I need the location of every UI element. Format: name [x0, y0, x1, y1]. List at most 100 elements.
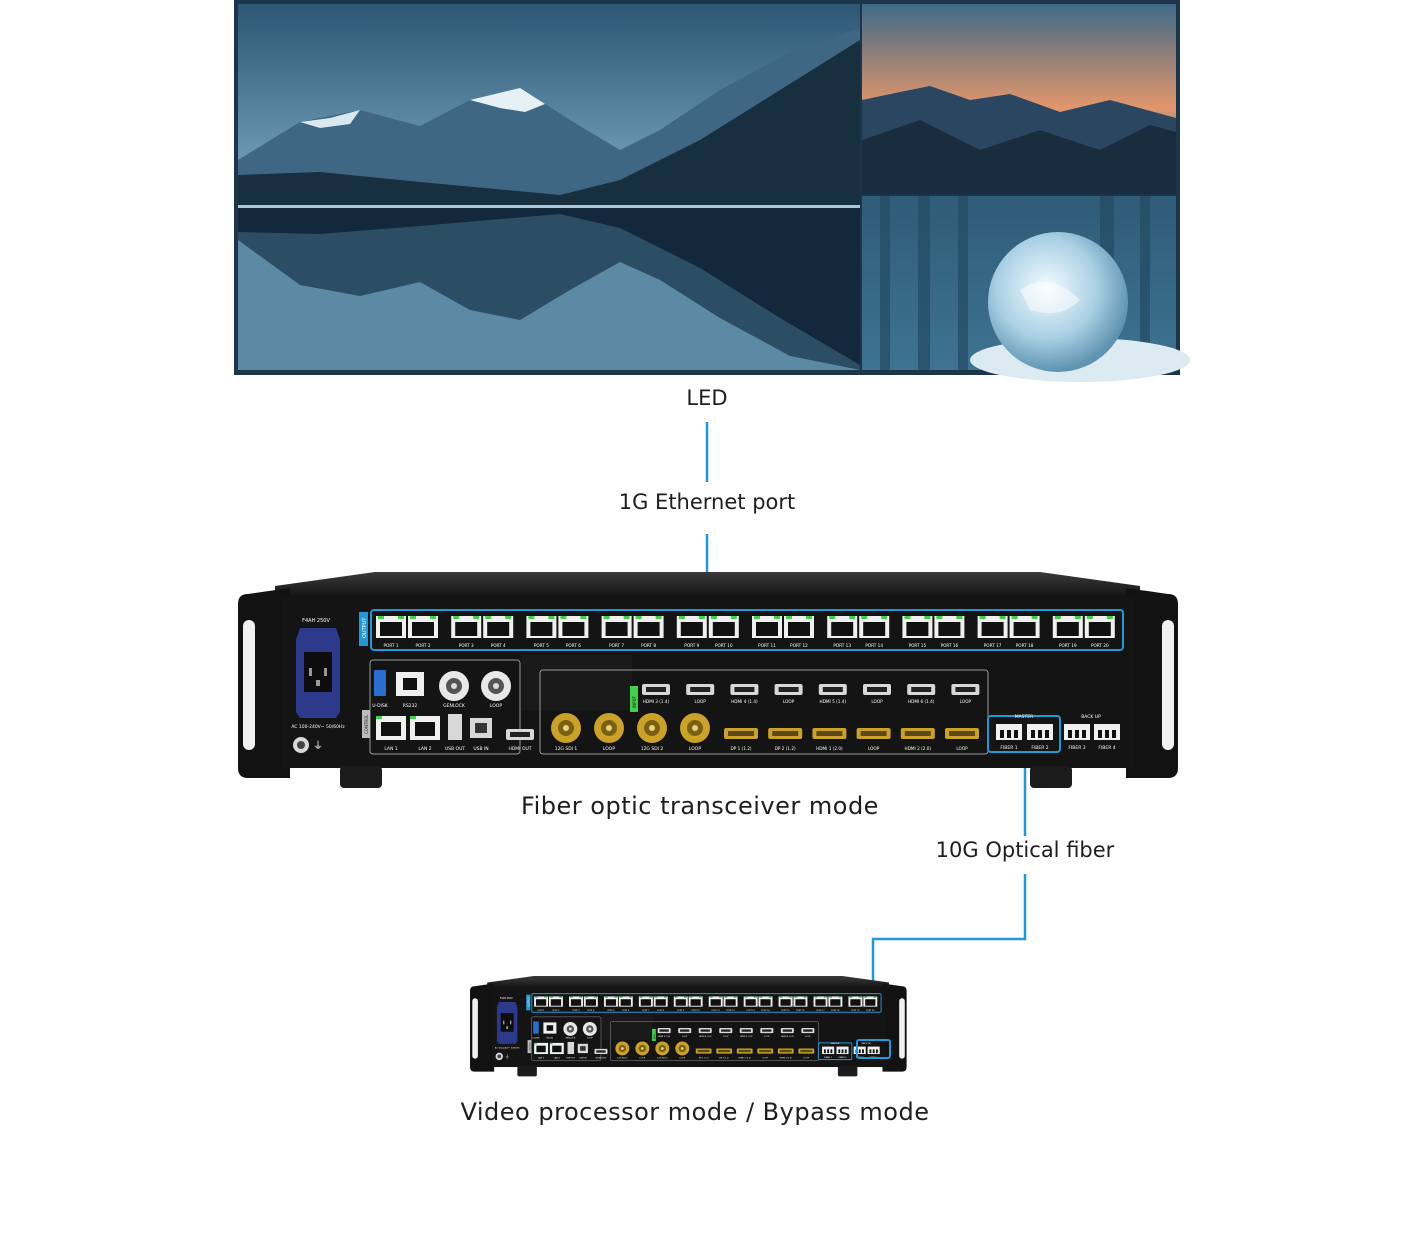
power-rating-text: F4AH 250V: [302, 618, 330, 624]
dp-hdmi-input-port[interactable]: [768, 728, 803, 739]
ethernet-port[interactable]: [601, 616, 632, 638]
hdmi-input-port[interactable]: [818, 684, 847, 695]
dp-hdmi-input-label: LOOP: [868, 746, 880, 751]
led-sunset-image: [862, 4, 1176, 194]
ethernet-port[interactable]: [451, 616, 482, 638]
usb-in-label: USB IN: [473, 746, 488, 752]
dp-hdmi-input-label: HDMI 2 (2.0): [905, 746, 932, 751]
usb-out-port[interactable]: [448, 714, 462, 740]
dp-hdmi-input-port[interactable]: [900, 728, 935, 739]
ethernet-port[interactable]: [827, 616, 858, 638]
fiber2-port[interactable]: [1027, 724, 1053, 740]
led-label: LED: [686, 386, 728, 410]
optical-fiber-label: 10G Optical fiber: [935, 838, 1115, 862]
ethernet-port[interactable]: [483, 616, 514, 638]
ethernet-port-label: PORT 2: [416, 643, 431, 648]
ethernet-port[interactable]: [676, 616, 707, 638]
hdmi-input-label: HDMI 3 (1.4): [643, 699, 670, 704]
ethernet-port[interactable]: [633, 616, 664, 638]
processor-device-large: F4AH 250V AC 100-240V~ 50/60Hz ⏚ OUTPUT …: [238, 572, 1178, 788]
left-handle-slot: [243, 620, 255, 750]
control-tag-label: CONTROL: [364, 714, 369, 734]
fiber4-port[interactable]: [1094, 724, 1120, 740]
ethernet-port-label: PORT 19: [1059, 643, 1077, 648]
dp-hdmi-input-port[interactable]: [812, 728, 847, 739]
ethernet-port-label: PORT 9: [684, 643, 699, 648]
lan1-label: LAN 1: [384, 746, 397, 752]
hdmi-input-port[interactable]: [642, 684, 670, 695]
input-section: [539, 669, 989, 755]
sdi2-label: 12G SDI 2: [641, 746, 664, 752]
ethernet-port[interactable]: [1052, 616, 1083, 638]
ethernet-port[interactable]: [902, 616, 933, 638]
ethernet-port-label: PORT 14: [865, 643, 883, 648]
output-ports-highlight: [370, 609, 1124, 651]
dp-hdmi-input-port[interactable]: [856, 728, 891, 739]
hdmi-input-port[interactable]: [774, 684, 803, 695]
control-section: [369, 659, 521, 755]
ethernet-port-label: PORT 1: [384, 643, 399, 648]
dp-hdmi-input-port[interactable]: [945, 728, 979, 739]
ethernet-port[interactable]: [376, 616, 406, 638]
input-tag: [630, 686, 638, 712]
right-handle-slot: [1162, 620, 1174, 750]
ethernet-port[interactable]: [526, 616, 557, 638]
hdmi-input-label: HDMI 4 (1.4): [731, 699, 758, 704]
hdmi-input-port[interactable]: [907, 684, 936, 695]
ethernet-port[interactable]: [784, 616, 814, 638]
ethernet-port-label: PORT 11: [758, 643, 776, 648]
hdmi-input-label: LOOP: [783, 699, 795, 704]
hdmi-input-port[interactable]: [730, 684, 759, 695]
fiber1-port[interactable]: [996, 724, 1022, 740]
ethernet-port-label: PORT 20: [1091, 643, 1109, 648]
ethernet-port[interactable]: [708, 616, 739, 638]
dp-hdmi-input-port[interactable]: [724, 728, 758, 739]
ethernet-port[interactable]: [934, 616, 965, 638]
fiber1-label: FIBER 1: [1000, 745, 1017, 751]
genlock-loop-label: LOOP: [490, 703, 502, 709]
ethernet-port-label: PORT 15: [909, 643, 927, 648]
hdmi-input-port[interactable]: [863, 684, 891, 695]
led-main-image: [238, 4, 860, 370]
master-label: MASTER: [1015, 714, 1034, 720]
hdmi-input-label: LOOP: [960, 699, 972, 704]
backup-label: BACK UP: [1081, 714, 1101, 720]
dp-hdmi-input-label: LOOP: [956, 746, 968, 751]
dp-hdmi-input-label: DP 2 (1.2): [775, 746, 796, 751]
ethernet-port[interactable]: [558, 616, 589, 638]
ethernet-port-label: PORT 6: [566, 643, 581, 648]
fiber2-label: FIBER 2: [1031, 745, 1048, 751]
ethernet-port-label: PORT 17: [984, 643, 1002, 648]
fiber-transceiver-mode-caption: Fiber optic transceiver mode: [521, 792, 879, 820]
sdi1-label: 12G SDI 1: [555, 746, 578, 752]
output-tag: [359, 612, 368, 646]
ethernet-port[interactable]: [859, 616, 890, 638]
hdmi-input-label: LOOP: [871, 699, 883, 704]
ethernet-port[interactable]: [977, 616, 1008, 638]
vent-grille: [522, 655, 632, 710]
hdmi-input-port[interactable]: [686, 684, 715, 695]
ground-symbol-icon: ⏚: [313, 740, 323, 752]
hdmi-input-port[interactable]: [951, 684, 980, 695]
usb-disk-label: U-DISK: [372, 703, 389, 709]
fiber3-port[interactable]: [1064, 724, 1090, 740]
ethernet-port[interactable]: [752, 616, 782, 638]
sdi2-loop-label: LOOP: [689, 746, 701, 752]
ethernet-port-label: PORT 18: [1016, 643, 1034, 648]
video-processor-mode-caption: Video processor mode / Bypass mode: [460, 1098, 930, 1126]
dp-hdmi-input-label: HDMI 1 (2.0): [816, 746, 843, 751]
ethernet-port[interactable]: [408, 616, 438, 638]
left-foot: [340, 766, 382, 788]
usb-disk-port[interactable]: [374, 670, 386, 696]
ethernet-port-label: PORT 8: [641, 643, 656, 648]
rs232-label: RS232: [403, 703, 418, 709]
right-foot: [1030, 766, 1072, 788]
ethernet-port-label: PORT 12: [790, 643, 808, 648]
genlock-label: GENLOCK: [443, 703, 466, 709]
ethernet-port[interactable]: [1009, 616, 1040, 638]
ethernet-port[interactable]: [1084, 616, 1115, 638]
fiber3-label: FIBER 3: [1068, 745, 1085, 751]
master-fiber-highlight: [987, 715, 1061, 753]
